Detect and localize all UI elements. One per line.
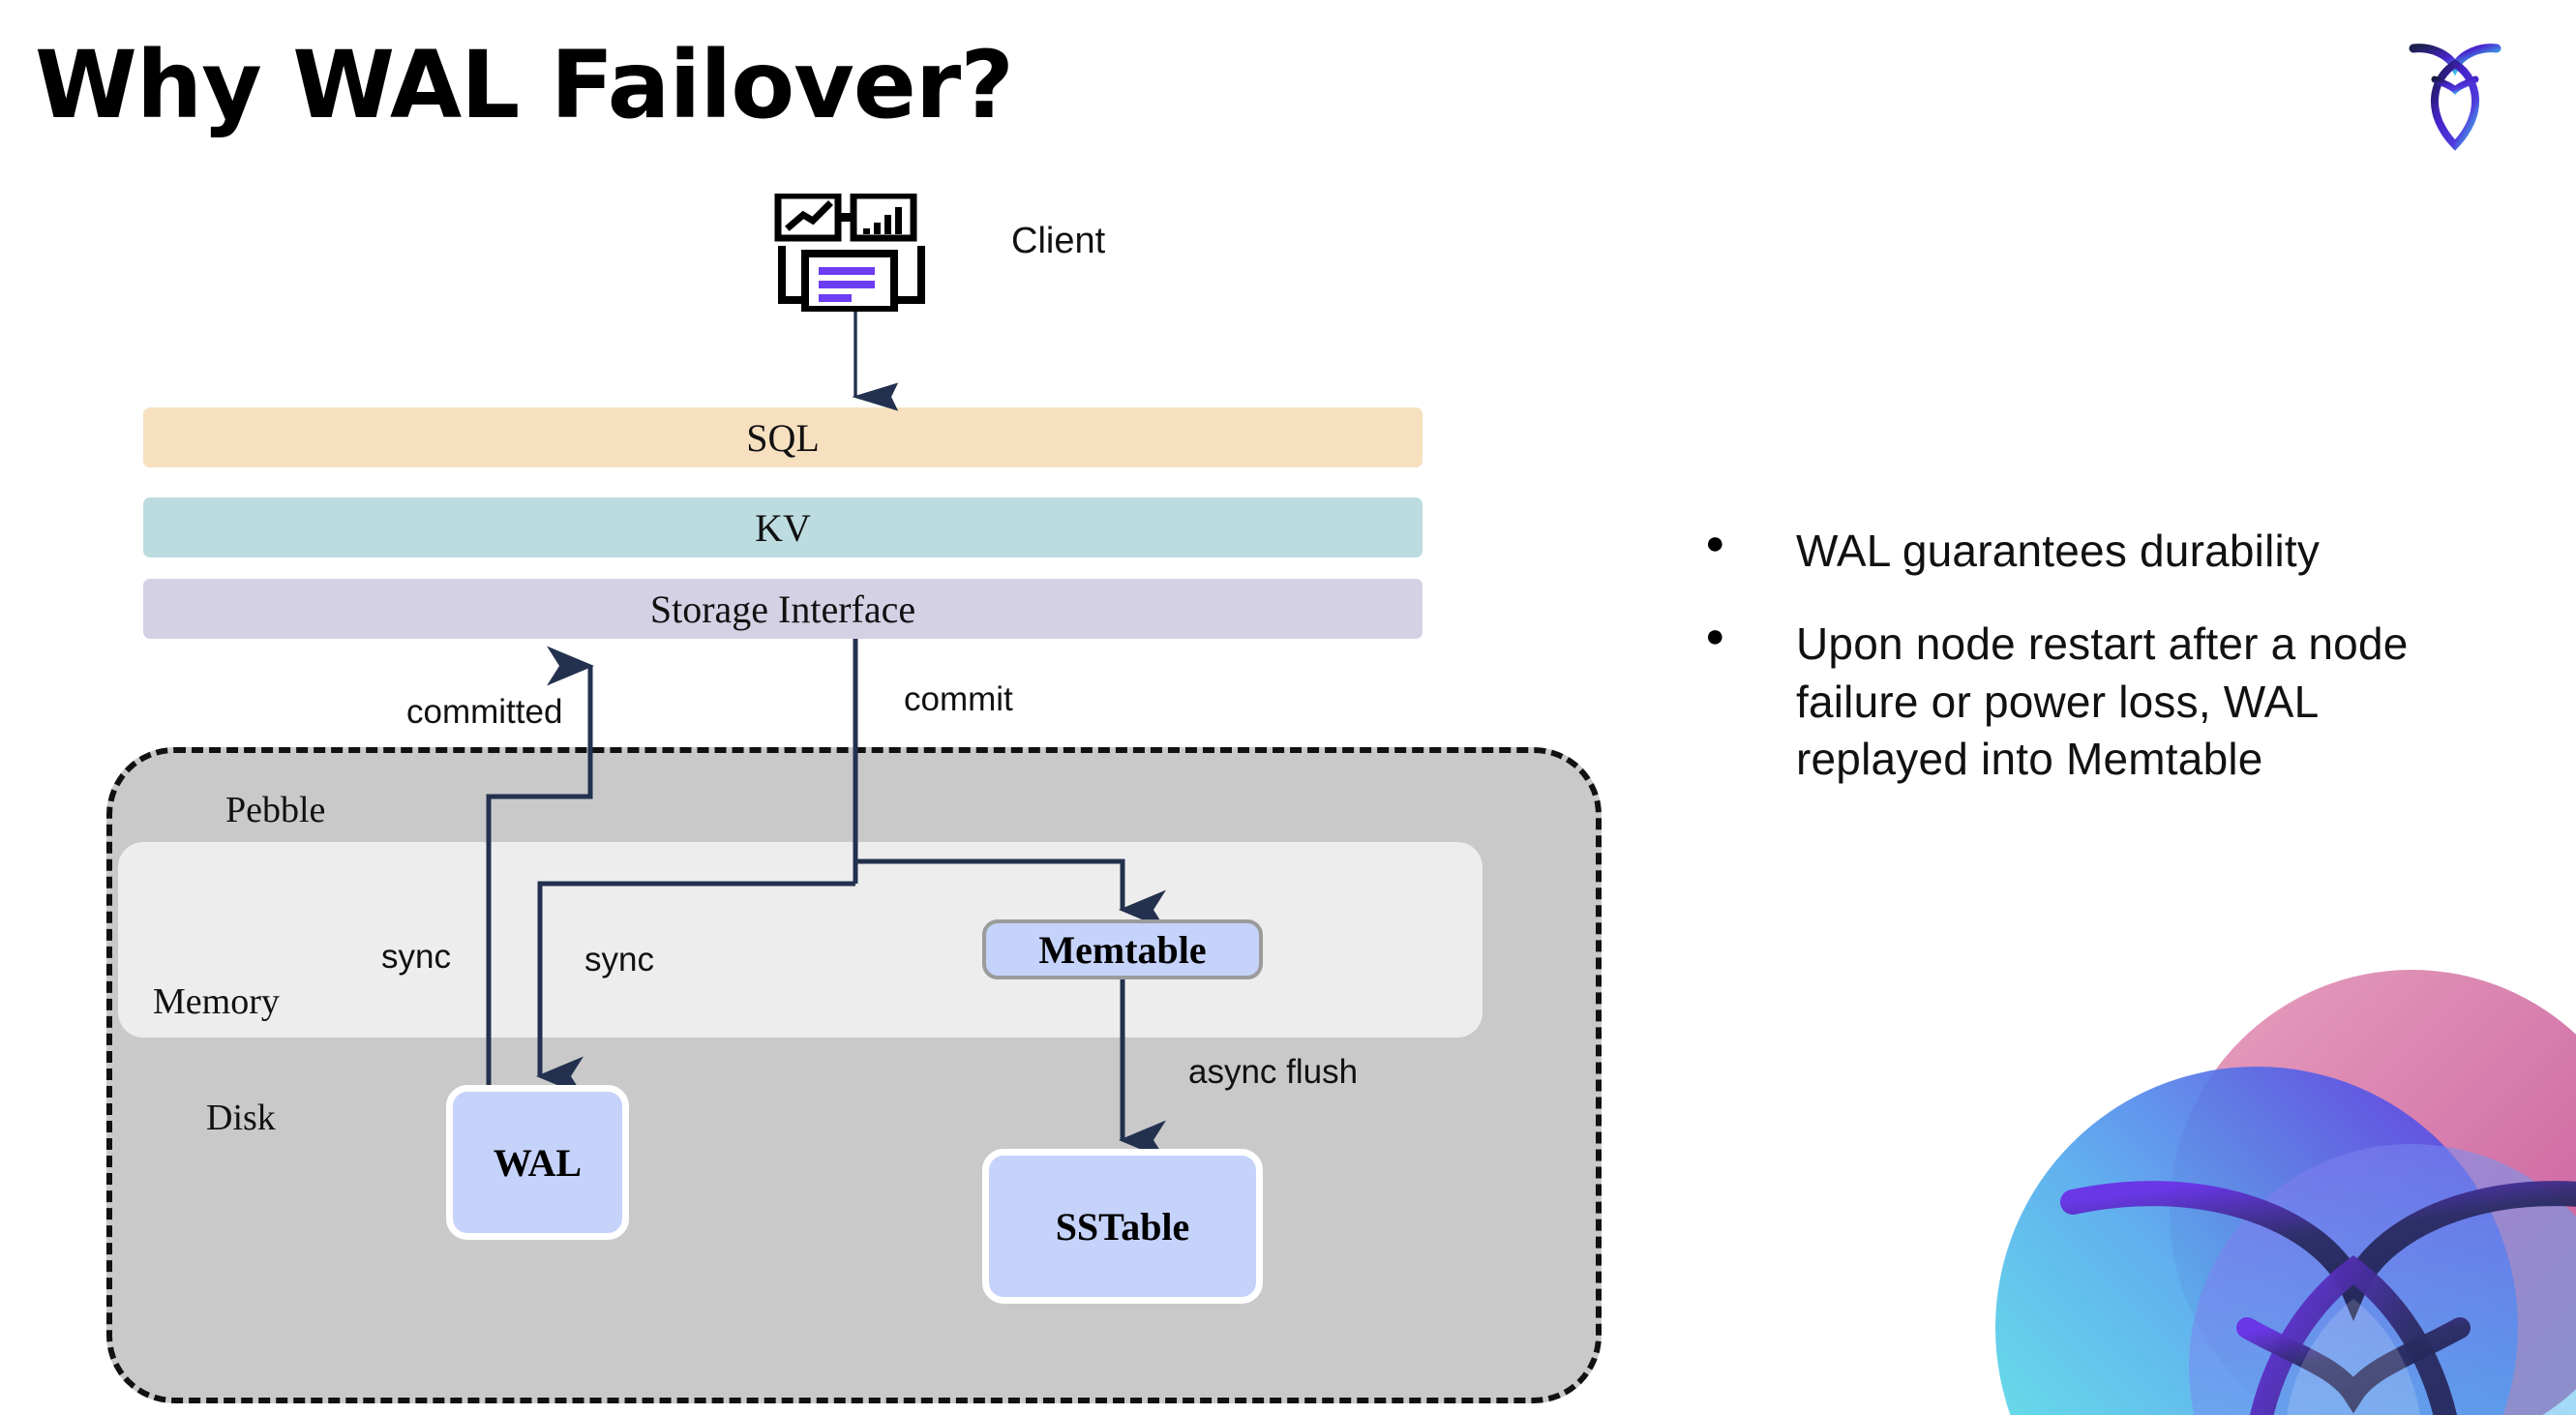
note-text: Upon node restart after a node failure o…: [1796, 617, 2409, 785]
edge-label-sync-2: sync: [584, 941, 654, 978]
notes-list: ● WAL guarantees durability ● Upon node …: [1705, 523, 2499, 824]
page-title: Why WAL Failover?: [35, 31, 1014, 139]
edge-label-sync-1: sync: [381, 938, 451, 976]
memory-label: Memory: [153, 981, 280, 1022]
node-label-sstable: SSTable: [1055, 1204, 1190, 1249]
note-text: WAL guarantees durability: [1796, 526, 2321, 576]
bullet-glyph-icon: ●: [1705, 525, 1725, 561]
cockroachdb-watermark-icon: [1957, 912, 2576, 1415]
memory-region: [118, 842, 1483, 1038]
edge-label-committed: committed: [406, 693, 563, 731]
node-sstable: SSTable: [982, 1149, 1263, 1304]
node-memtable: Memtable: [982, 919, 1263, 979]
client-dashboard-icon: [774, 192, 929, 314]
client-label: Client: [1011, 221, 1106, 261]
layer-label-sql: SQL: [746, 415, 820, 460]
bullet-glyph-icon: ●: [1705, 617, 1725, 654]
layer-bar-sql: SQL: [143, 407, 1423, 467]
pebble-label: Pebble: [225, 790, 326, 830]
cockroachdb-logo-icon: [2402, 37, 2508, 153]
node-label-wal: WAL: [493, 1140, 583, 1185]
edge-label-async-flush: async flush: [1188, 1053, 1359, 1091]
disk-label: Disk: [206, 1098, 276, 1138]
list-item: ● WAL guarantees durability: [1705, 523, 2499, 581]
layer-bar-storage-interface: Storage Interface: [143, 579, 1423, 639]
layer-bar-kv: KV: [143, 497, 1423, 557]
layer-label-kv: KV: [755, 505, 811, 550]
node-wal: WAL: [446, 1085, 629, 1240]
list-item: ● Upon node restart after a node failure…: [1705, 616, 2499, 789]
node-label-memtable: Memtable: [1038, 927, 1207, 972]
layer-label-storage-interface: Storage Interface: [649, 587, 916, 631]
edge-label-commit: commit: [904, 680, 1013, 718]
